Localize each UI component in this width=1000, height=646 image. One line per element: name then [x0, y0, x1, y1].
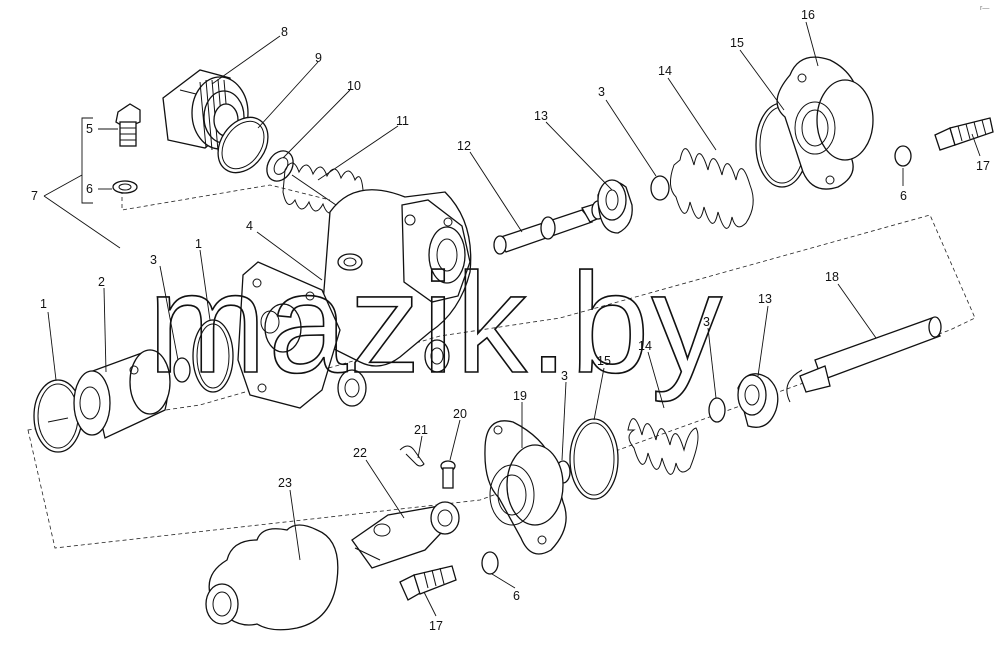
- part-14-spring-top: [670, 148, 754, 229]
- callout-20: 20: [453, 407, 467, 421]
- part-19-flange-housing: [484, 420, 567, 555]
- callout-13-top: 13: [534, 109, 548, 123]
- part-22-clevis-fork: [351, 501, 460, 569]
- part-6-washer-left: [112, 180, 138, 194]
- callout-12: 12: [457, 139, 471, 153]
- callout-17-bottom: 17: [429, 619, 443, 633]
- callout-4: 4: [246, 219, 253, 233]
- callout-3-bottom: 3: [561, 369, 568, 383]
- callout-8: 8: [281, 25, 288, 39]
- callout-3-left: 3: [150, 253, 157, 267]
- callout-6-left: 6: [86, 182, 93, 196]
- part-23-rubber-boot: [205, 524, 339, 631]
- part-10-lock-washer: [266, 150, 294, 182]
- callout-13-bottom: 13: [758, 292, 772, 306]
- part-13-guide-top: [597, 179, 633, 234]
- part-9-o-ring: [217, 116, 269, 174]
- callout-23: 23: [278, 476, 292, 490]
- callout-16: 16: [801, 8, 815, 22]
- callout-21: 21: [414, 423, 428, 437]
- callout-14-top: 14: [658, 64, 672, 78]
- part-6-washer-bottom: [481, 551, 499, 575]
- part-17-bolt-bottom: [399, 565, 457, 601]
- part-14-spring-bottom: [627, 418, 699, 475]
- part-15-o-ring-bottom: [569, 418, 619, 500]
- callout-19: 19: [513, 389, 527, 403]
- callout-15-bottom: 15: [597, 354, 611, 368]
- callout-6-bottom: 6: [513, 589, 520, 603]
- part-18-pushrod: [786, 316, 942, 403]
- part-3-ring-top: [650, 175, 670, 201]
- part-17-bolt-right: [934, 117, 994, 151]
- group-7-bracket: [81, 117, 93, 204]
- callout-17-top: 17: [976, 159, 990, 173]
- part-2-bushing: [73, 349, 171, 439]
- callout-3-top: 3: [598, 85, 605, 99]
- callout-22: 22: [353, 446, 367, 460]
- callout-14-bottom: 14: [638, 339, 652, 353]
- callout-10: 10: [347, 79, 361, 93]
- part-21-cotter-pin: [399, 445, 425, 467]
- callout-6-top: 6: [900, 189, 907, 203]
- callout-3-mid: 3: [703, 315, 710, 329]
- callout-15-top: 15: [730, 36, 744, 50]
- corner-mark: r—: [980, 5, 989, 12]
- callout-2: 2: [98, 275, 105, 289]
- callout-18: 18: [825, 270, 839, 284]
- part-3-ring-mid: [708, 397, 726, 423]
- callout-9: 9: [315, 51, 322, 65]
- callout-1-middle: 1: [195, 237, 202, 251]
- watermark-text: mazik.by: [148, 244, 724, 403]
- part-16-flange-cover: [776, 56, 874, 190]
- callout-1-left: 1: [40, 297, 47, 311]
- part-20-clevis-pin: [440, 460, 456, 489]
- part-6-washer-right: [894, 145, 912, 167]
- callout-labels: 8 9 10 11 12 13 3 14 15 16 17 6 5 6 7 4 …: [31, 8, 990, 633]
- bolt-alignment-dashed: [121, 184, 331, 211]
- leader-lines: [43, 21, 981, 617]
- part-13-guide-bottom: [737, 373, 779, 428]
- part-4-valve-body: [237, 189, 472, 409]
- part-3-ring-left: [173, 357, 191, 383]
- part-5-small-bolt: [115, 103, 141, 147]
- callout-5: 5: [86, 122, 93, 136]
- callout-11: 11: [396, 114, 409, 128]
- part-1-o-ring-middle: [192, 319, 234, 393]
- callout-7: 7: [31, 189, 38, 203]
